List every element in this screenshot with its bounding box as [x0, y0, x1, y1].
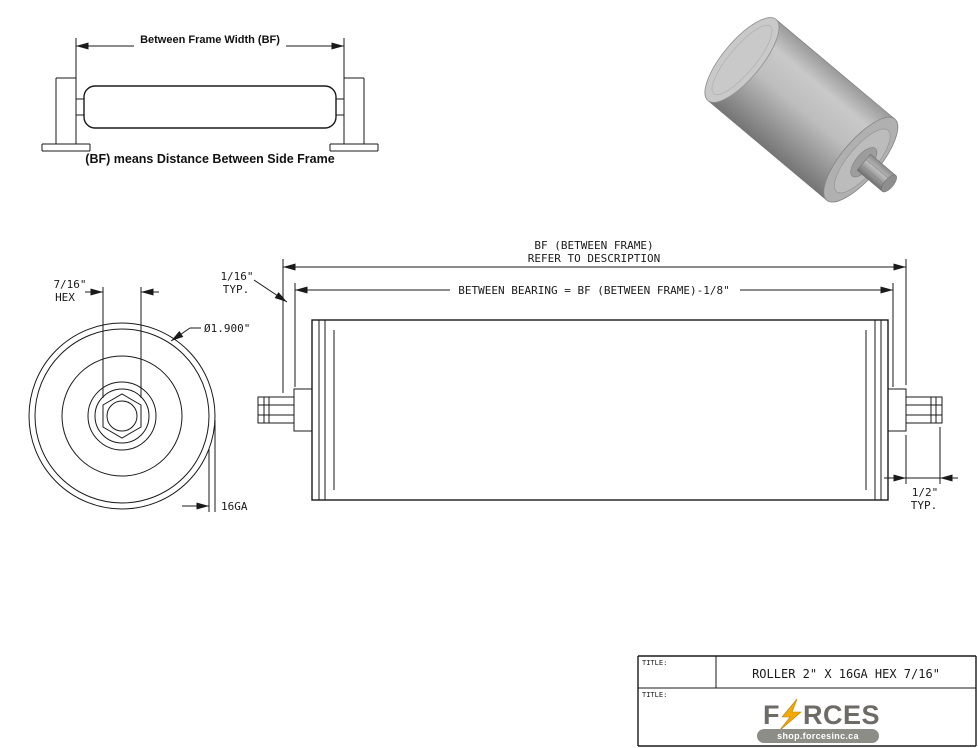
roller-3d-top-ring — [711, 24, 773, 96]
bf-dim-label: Between Frame Width (BF) — [140, 34, 280, 46]
hex-word-label: HEX — [55, 291, 75, 304]
between-bearing-dimension: BETWEEN BEARING = BF (BETWEEN FRAME)-1/8… — [294, 283, 894, 387]
bf-dimension: Between Frame Width (BF) — [75, 34, 345, 80]
diameter-label: Ø1.900" — [204, 322, 250, 335]
gauge-dimension: 16GA — [182, 420, 248, 513]
hex-size-label: 7/16" — [53, 278, 86, 291]
bf-explanation-diagram: Between Frame Width (BF) (B — [41, 34, 379, 166]
bf-label-line2: REFER TO DESCRIPTION — [528, 252, 660, 265]
roller-front-view: 7/16" HEX Ø1.900" 16GA — [28, 278, 250, 513]
bf-caption: (BF) means Distance Between Side Frame — [85, 152, 334, 166]
typ-left-leader: 1/16" TYP. — [220, 270, 288, 303]
right-shaft — [887, 388, 943, 432]
end-grooves — [318, 320, 882, 500]
brand-letters-rces: RCES — [803, 700, 880, 730]
shaft-hex-edge — [861, 164, 888, 187]
forces-logo: F RCES shop.forcesinc.ca — [757, 698, 880, 743]
typ-right-dimension: 1/2" TYP. — [884, 427, 958, 512]
bf-label-line1: BF (BETWEEN FRAME) — [534, 239, 653, 252]
typ-right-word: TYP. — [911, 499, 938, 512]
shaft-hex-edge — [865, 159, 892, 181]
tube-outer-circle — [28, 322, 216, 510]
gauge-label: 16GA — [221, 500, 248, 513]
bf-between-frame-dimension: BF (BETWEEN FRAME) REFER TO DESCRIPTION — [282, 239, 907, 393]
hub-outer-circle — [87, 381, 157, 451]
hex-dimension: 7/16" HEX — [53, 278, 159, 398]
drawing-title: ROLLER 2" X 16GA HEX 7/16" — [752, 667, 940, 681]
tube-body — [311, 319, 889, 501]
typ-left-word: TYP. — [223, 283, 250, 296]
typ-right-value: 1/2" — [912, 486, 939, 499]
between-bearing-label: BETWEEN BEARING = BF (BETWEEN FRAME)-1/8… — [458, 284, 730, 297]
diameter-leader: Ø1.900" — [170, 322, 250, 342]
brand-letter-f: F — [763, 700, 780, 730]
title-block: TITLE: ROLLER 2" X 16GA HEX 7/16" TITLE:… — [637, 655, 977, 747]
side-frame-right — [329, 77, 379, 152]
roller-side-view: BF (BETWEEN FRAME) REFER TO DESCRIPTION … — [220, 239, 958, 512]
hub-inner-circle — [94, 388, 150, 444]
title-label-top: TITLE: — [642, 659, 667, 667]
roller-3d-view — [704, 17, 899, 203]
roller-schematic — [75, 85, 345, 129]
left-shaft — [257, 388, 313, 432]
website-bar — [757, 729, 879, 743]
roller-3d-shaft-end — [881, 174, 897, 193]
typ-left-value: 1/16" — [220, 270, 253, 283]
endcap-groove-circle — [61, 355, 183, 477]
website-label: shop.forcesinc.ca — [777, 731, 859, 741]
tube-inner-circle — [34, 328, 210, 504]
title-label-bottom: TITLE: — [642, 691, 667, 699]
roller-3d-top-face — [704, 17, 780, 103]
hex-bore — [102, 393, 142, 439]
lightning-bolt-icon — [778, 698, 802, 732]
bore-circle — [106, 400, 138, 432]
